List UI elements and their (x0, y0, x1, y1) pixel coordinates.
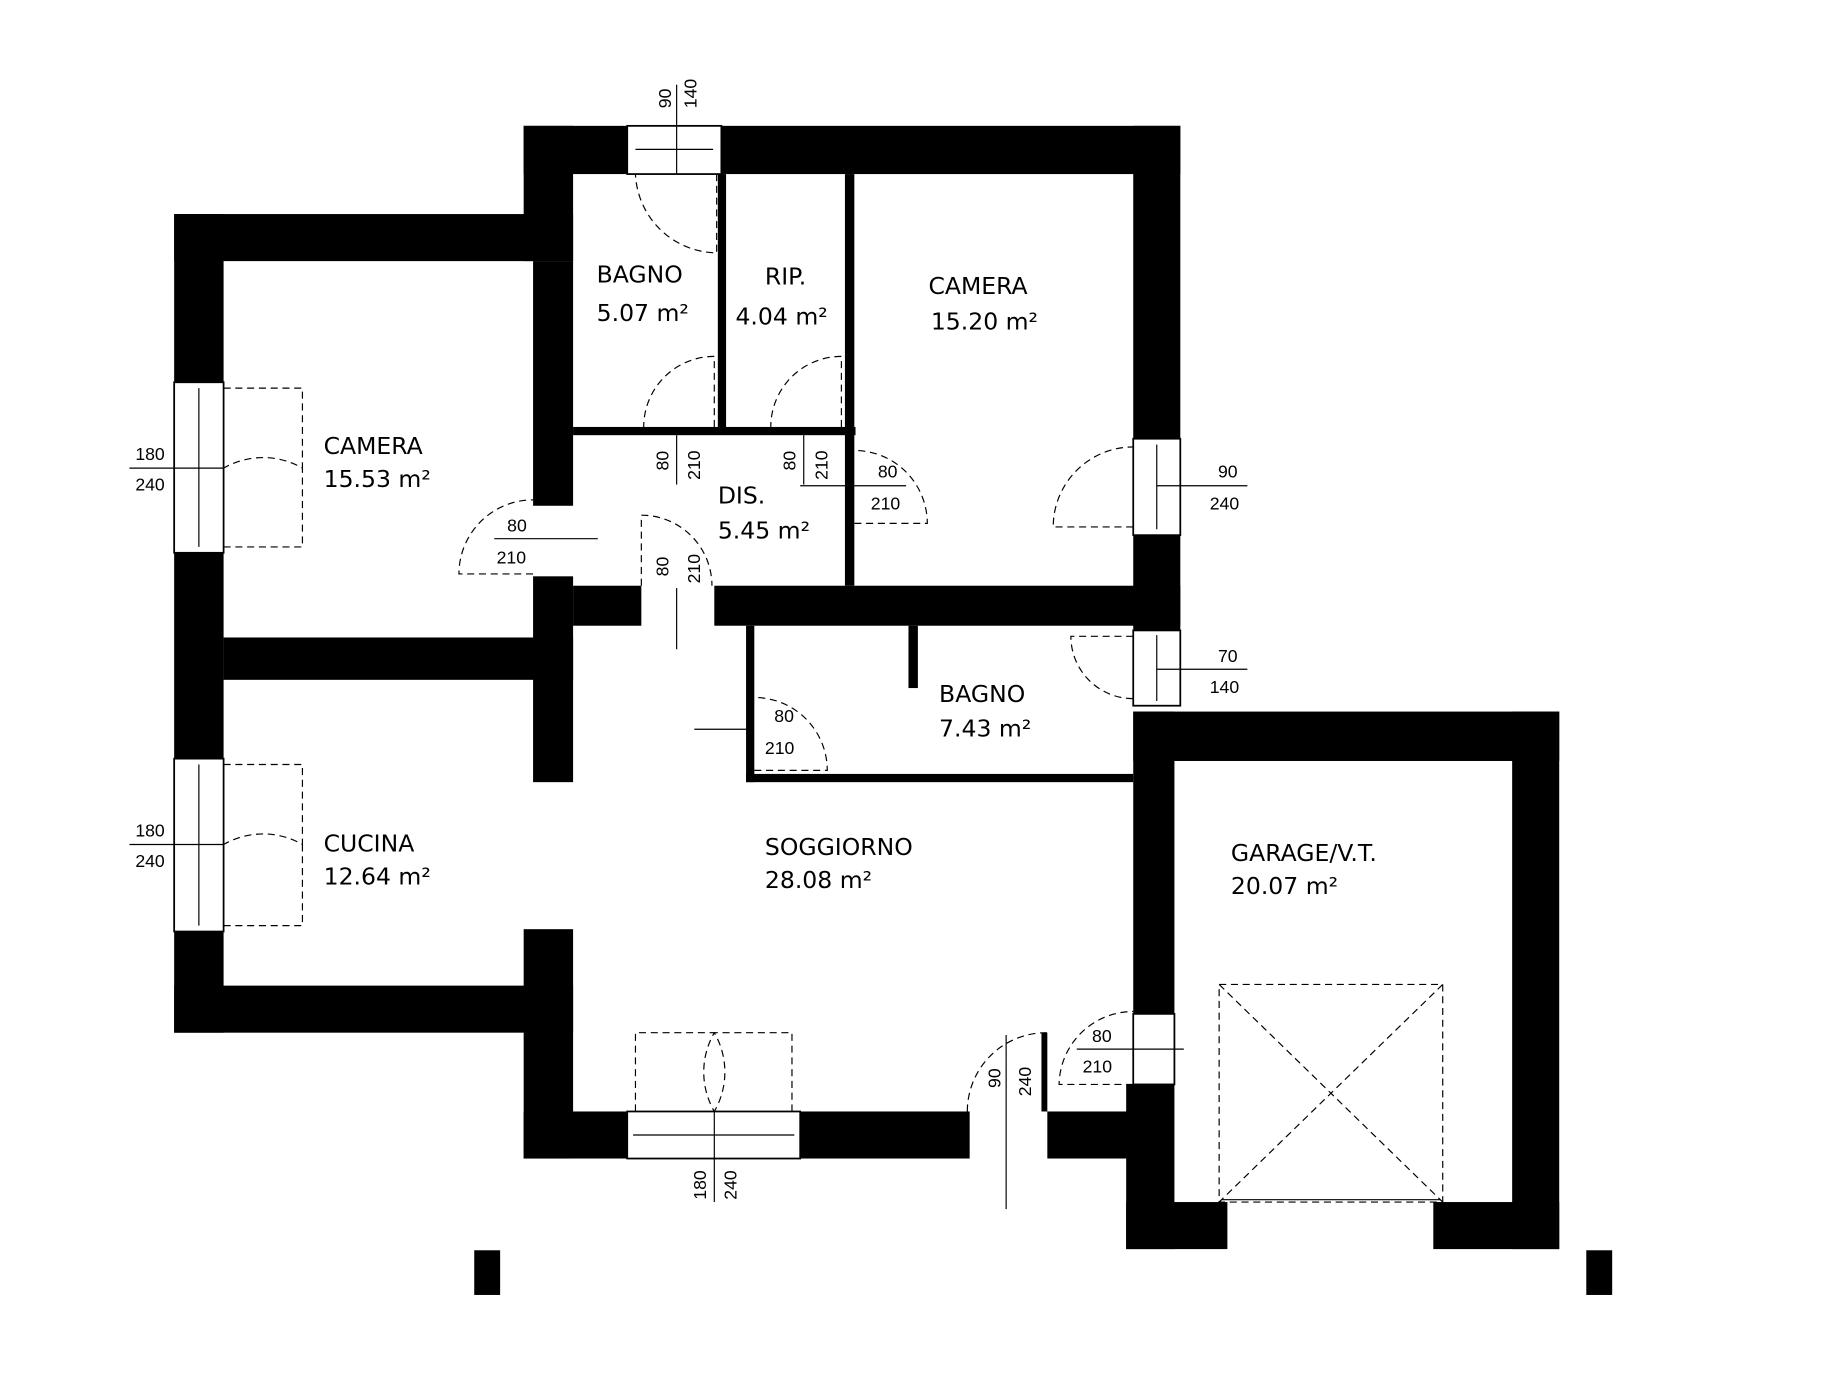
room-name: GARAGE/V.T. (1231, 839, 1377, 867)
room-area: 5.45 m² (718, 517, 810, 545)
door-swings (223, 174, 1444, 1210)
dim-width: 80 (507, 516, 527, 536)
dim-width: 180 (135, 820, 165, 840)
dim-height: 240 (135, 851, 165, 871)
marker (474, 1250, 501, 1295)
room-name: BAGNO (597, 260, 683, 288)
dim-height: 210 (871, 493, 901, 513)
room-area: 20.07 m² (1231, 872, 1338, 900)
room-name: BAGNO (939, 680, 1025, 708)
room-name: CUCINA (324, 830, 415, 858)
room-area: 7.43 m² (939, 714, 1031, 742)
dim-width: 90 (655, 88, 675, 108)
room-area: 5.07 m² (597, 299, 689, 327)
room-name: SOGGIORNO (765, 833, 913, 861)
room-labels: BAGNO 5.07 m² RIP. 4.04 m² CAMERA 15.20 … (324, 260, 1377, 900)
dim-width: 80 (1092, 1026, 1112, 1046)
dim-width: 80 (878, 462, 898, 482)
dim-width: 180 (690, 1170, 710, 1200)
dim-width: 180 (135, 444, 165, 464)
dim-width: 80 (774, 706, 794, 726)
dim-height: 210 (497, 547, 527, 567)
walls (174, 125, 1613, 1295)
opening-dimensions: 90 140 180 240 80 210 80 210 80 210 80 2… (129, 79, 1248, 1203)
room-name: DIS. (718, 481, 765, 509)
dim-width: 90 (984, 1068, 1004, 1088)
dim-height: 240 (721, 1170, 741, 1200)
dim-height: 240 (1210, 493, 1240, 513)
dim-width: 80 (652, 451, 672, 471)
dim-width: 80 (652, 557, 672, 577)
room-area: 15.53 m² (324, 465, 431, 493)
room-area: 4.04 m² (735, 303, 827, 331)
room-area: 28.08 m² (765, 866, 872, 894)
room-name: CAMERA (324, 432, 423, 460)
dim-height: 210 (684, 450, 704, 480)
room-name: RIP. (765, 263, 806, 291)
dim-height: 210 (811, 450, 831, 480)
dim-height: 210 (765, 738, 795, 758)
room-name: CAMERA (928, 272, 1027, 300)
marker (1586, 1250, 1613, 1295)
dim-height: 210 (684, 554, 704, 584)
dim-height: 140 (681, 79, 701, 109)
dim-width: 80 (779, 451, 799, 471)
dim-height: 240 (1015, 1067, 1035, 1097)
dim-height: 210 (1083, 1057, 1113, 1077)
room-area: 12.64 m² (324, 862, 431, 890)
dim-width: 70 (1218, 646, 1238, 666)
dim-height: 240 (135, 474, 165, 494)
room-area: 15.20 m² (931, 307, 1038, 335)
dim-height: 140 (1210, 677, 1240, 697)
dim-width: 90 (1218, 462, 1238, 482)
